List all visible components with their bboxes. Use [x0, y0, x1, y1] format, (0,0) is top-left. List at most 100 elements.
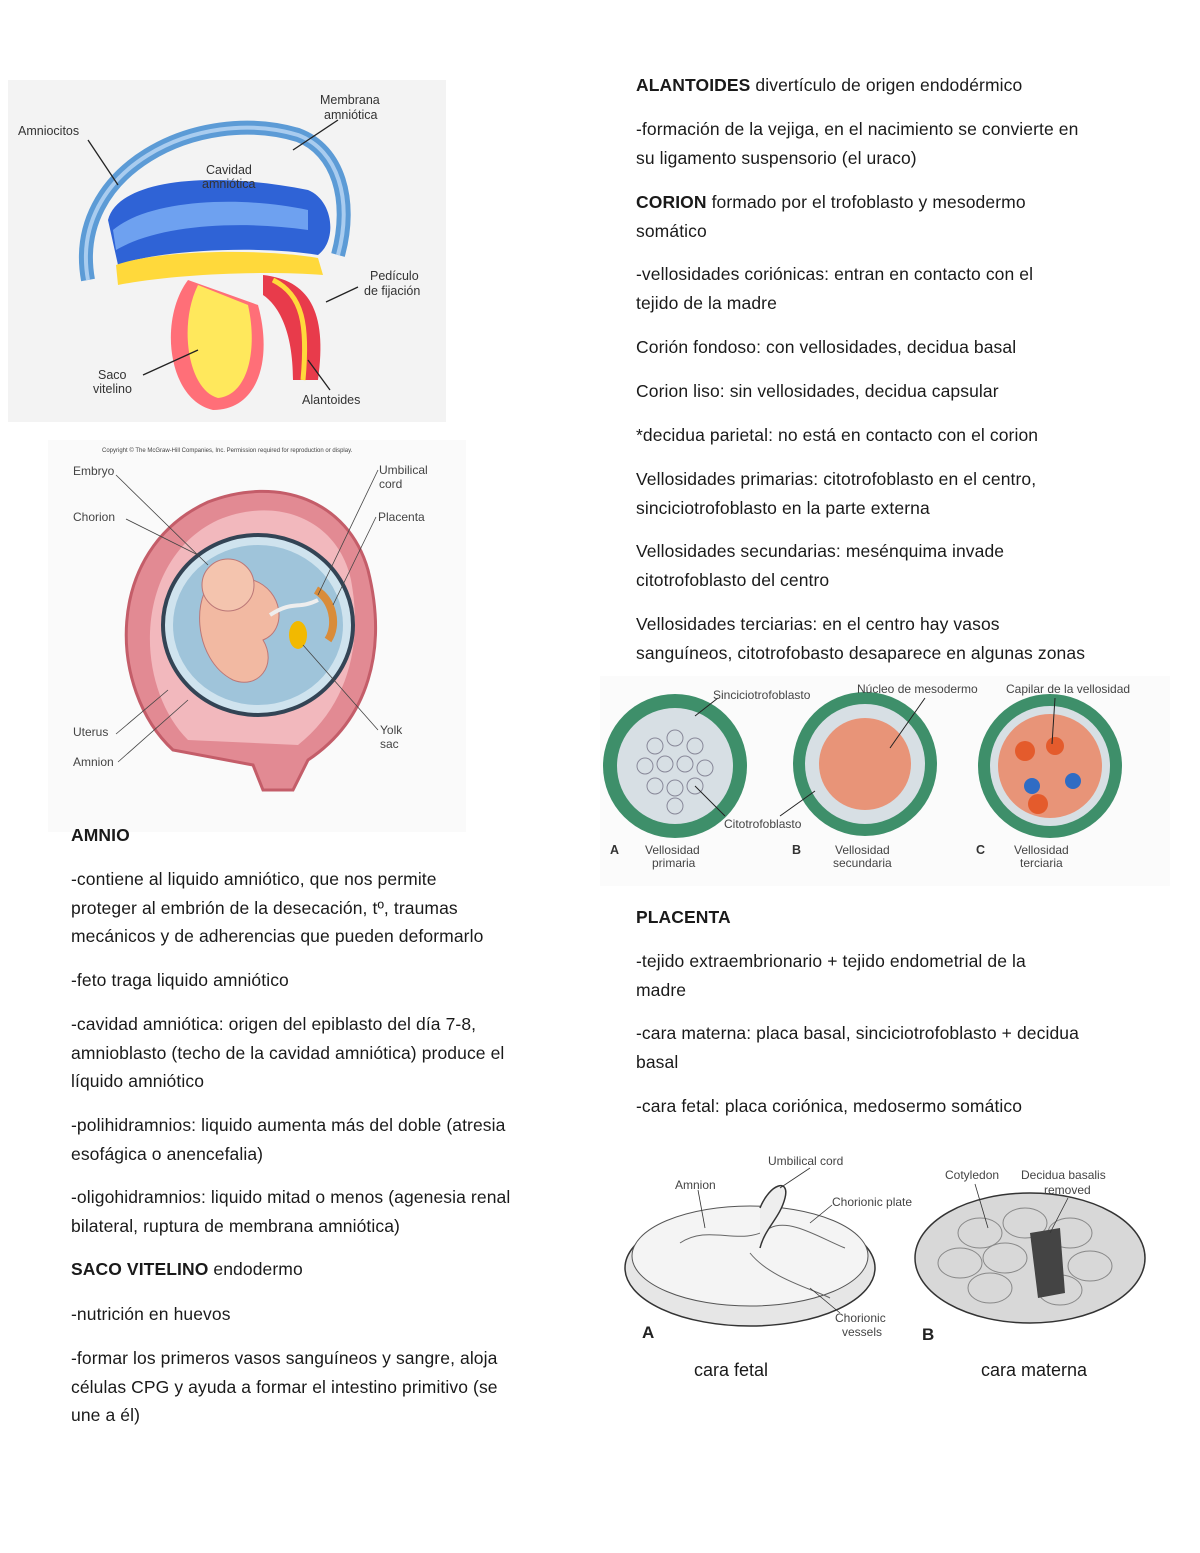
corion-p7: Vellosidades terciarias: en el centro ha…	[636, 610, 1085, 667]
text-line: -cara materna: placa basal, sinciciotrof…	[636, 1023, 1079, 1043]
uterus-embryo-diagram: Copyright © The McGraw-Hill Companies, I…	[48, 440, 466, 832]
text-line: Vellosidades primarias: citotrofoblasto …	[636, 469, 1037, 489]
saco-heading-bold: SACO VITELINO	[71, 1259, 209, 1279]
label-umbilical-2: cord	[379, 477, 402, 491]
text-line: -formación de la vejiga, en el nacimient…	[636, 119, 1079, 139]
label-capilar: Capilar de la vellosidad	[1006, 682, 1130, 696]
label-c-txt-2: terciaria	[1020, 856, 1063, 870]
amnio-p3: -cavidad amniótica: origen del epiblasto…	[71, 1010, 504, 1096]
saco-heading-rest: endodermo	[208, 1259, 303, 1279]
label-chorionic-vessels-2: vessels	[842, 1325, 882, 1339]
label-chorionic-plate: Chorionic plate	[832, 1195, 912, 1209]
label-b-txt-1: Vellosidad	[835, 843, 890, 857]
text-line: basal	[636, 1051, 679, 1072]
label-saco-2: vitelino	[93, 382, 132, 396]
text-line: sinciciotrofoblasto en la parte externa	[636, 497, 930, 518]
label-placenta: Placenta	[378, 510, 425, 524]
corion-heading-bold: CORION	[636, 192, 707, 212]
label-umbilical-cord: Umbilical cord	[768, 1154, 843, 1168]
corion-heading-rest: formado por el trofoblasto y mesodermo	[706, 192, 1026, 212]
text-line: somático	[636, 220, 707, 241]
placenta-heading: PLACENTA	[636, 907, 731, 927]
corion-p1: -vellosidades coriónicas: entran en cont…	[636, 260, 1033, 317]
corion-p2: Corión fondoso: con vellosidades, decidu…	[636, 337, 1017, 357]
placenta-p1: -tejido extraembrionario + tejido endome…	[636, 947, 1026, 1004]
corion-p5: Vellosidades primarias: citotrofoblasto …	[636, 465, 1036, 522]
text-line: Vellosidades secundarias: mesénquima inv…	[636, 541, 1005, 561]
text-line: líquido amniótico	[71, 1071, 205, 1091]
label-yolk-1: Yolk	[380, 723, 403, 737]
corion-p6: Vellosidades secundarias: mesénquima inv…	[636, 537, 1004, 594]
label-b: B	[792, 843, 801, 857]
annexes-diagram: Membrana amniótica Amniocitos Cavidad am…	[8, 80, 446, 422]
label-fig-a: A	[642, 1323, 654, 1342]
label-decidua-1: Decidua basalis	[1021, 1168, 1106, 1182]
label-cavidad-2: amniótica	[202, 177, 256, 191]
caption-cara-materna: cara materna	[981, 1360, 1088, 1380]
amnio-p4: -polihidramnios: liquido aumenta más del…	[71, 1111, 505, 1168]
text-line: -vellosidades coriónicas: entran en cont…	[636, 264, 1034, 284]
label-cito: Citotrofoblasto	[724, 817, 802, 831]
corion-p4: *decidua parietal: no está en contacto c…	[636, 425, 1039, 445]
placenta-p3: -cara fetal: placa coriónica, medosermo …	[636, 1096, 1023, 1116]
text-line: su ligamento suspensorio (el uraco)	[636, 147, 917, 168]
text-line: sanguíneos, citotrofobasto desaparece en…	[636, 642, 1086, 663]
text-line: Vellosidades terciarias: en el centro ha…	[636, 614, 1000, 634]
amnio-p1: -contiene al liquido amniótico, que nos …	[71, 865, 483, 951]
alantoides-heading: ALANTOIDES divertículo de origen endodér…	[636, 71, 1022, 100]
text-line: células CPG y ayuda a formar el intestin…	[71, 1376, 498, 1397]
corion-heading: CORION formado por el trofoblasto y meso…	[636, 188, 1026, 245]
label-nucleo: Núcleo de mesodermo	[857, 682, 978, 696]
label-umbilical-1: Umbilical	[379, 463, 428, 477]
label-saco-1: Saco	[98, 368, 127, 382]
label-a-txt-2: primaria	[652, 856, 696, 870]
label-decidua-2: removed	[1044, 1183, 1091, 1197]
label-pediculo-1: Pedículo	[370, 269, 419, 283]
label-cavidad-1: Cavidad	[206, 163, 252, 177]
text-line: madre	[636, 979, 687, 1000]
amnio-p5: -oligohidramnios: liquido mitad o menos …	[71, 1183, 510, 1240]
caption-cara-fetal: cara fetal	[694, 1360, 769, 1380]
label-embryo: Embryo	[73, 464, 115, 478]
text-line: -contiene al liquido amniótico, que nos …	[71, 869, 437, 889]
saco-p2: -formar los primeros vasos sanguíneos y …	[71, 1344, 498, 1430]
text-line: citotrofoblasto del centro	[636, 569, 830, 590]
copyright-note: Copyright © The McGraw-Hill Companies, I…	[102, 447, 353, 454]
text-line: -formar los primeros vasos sanguíneos y …	[71, 1348, 498, 1368]
label-a: A	[610, 843, 619, 857]
saco-heading: SACO VITELINO endodermo	[71, 1255, 303, 1284]
label-chorionic-vessels-1: Chorionic	[835, 1311, 886, 1325]
label-amnion: Amnion	[73, 755, 114, 769]
label-a-txt-1: Vellosidad	[645, 843, 700, 857]
label-cotyledon: Cotyledon	[945, 1168, 999, 1182]
text-line: -tejido extraembrionario + tejido endome…	[636, 951, 1026, 971]
label-amnion-fetal: Amnion	[675, 1178, 716, 1192]
label-amniocitos: Amniocitos	[18, 124, 79, 138]
label-pediculo-2: de fijación	[364, 284, 420, 298]
label-alantoides: Alantoides	[302, 393, 360, 407]
text-line: mecánicos y de adherencias que pueden de…	[71, 926, 484, 946]
text-line: proteger al embrión de la desecación, tº…	[71, 897, 458, 918]
text-line: esofágica o anencefalia)	[71, 1143, 264, 1164]
alantoides-p1: -formación de la vejiga, en el nacimient…	[636, 115, 1078, 172]
label-membrana-1: Membrana	[320, 93, 380, 107]
label-yolk-2: sac	[380, 737, 399, 751]
text-line: -oligohidramnios: liquido mitad o menos …	[71, 1187, 511, 1207]
text-line: -polihidramnios: liquido aumenta más del…	[71, 1115, 506, 1135]
placenta-p2: -cara materna: placa basal, sinciciotrof…	[636, 1019, 1079, 1076]
villi-diagram: Sinciciotrofoblasto Núcleo de mesodermo …	[600, 676, 1170, 886]
amnio-heading: AMNIO	[71, 825, 130, 845]
text-line: -cavidad amniótica: origen del epiblasto…	[71, 1014, 477, 1034]
label-fig-b: B	[922, 1325, 934, 1344]
amnio-p2: -feto traga liquido amniótico	[71, 970, 289, 990]
alantoides-heading-rest: divertículo de origen endodérmico	[750, 75, 1023, 95]
corion-p3: Corion liso: sin vellosidades, decidua c…	[636, 381, 999, 401]
text-line: bilateral, ruptura de membrana amniótica…	[71, 1215, 400, 1236]
alantoides-heading-bold: ALANTOIDES	[636, 75, 751, 95]
placenta-faces-diagram: Umbilical cord Amnion Chorionic plate Ch…	[620, 1148, 1160, 1348]
text-line: une a él)	[71, 1405, 141, 1425]
label-sincicio: Sinciciotrofoblasto	[713, 688, 811, 702]
label-c: C	[976, 843, 985, 857]
label-b-txt-2: secundaria	[833, 856, 892, 870]
label-uterus: Uterus	[73, 725, 108, 739]
